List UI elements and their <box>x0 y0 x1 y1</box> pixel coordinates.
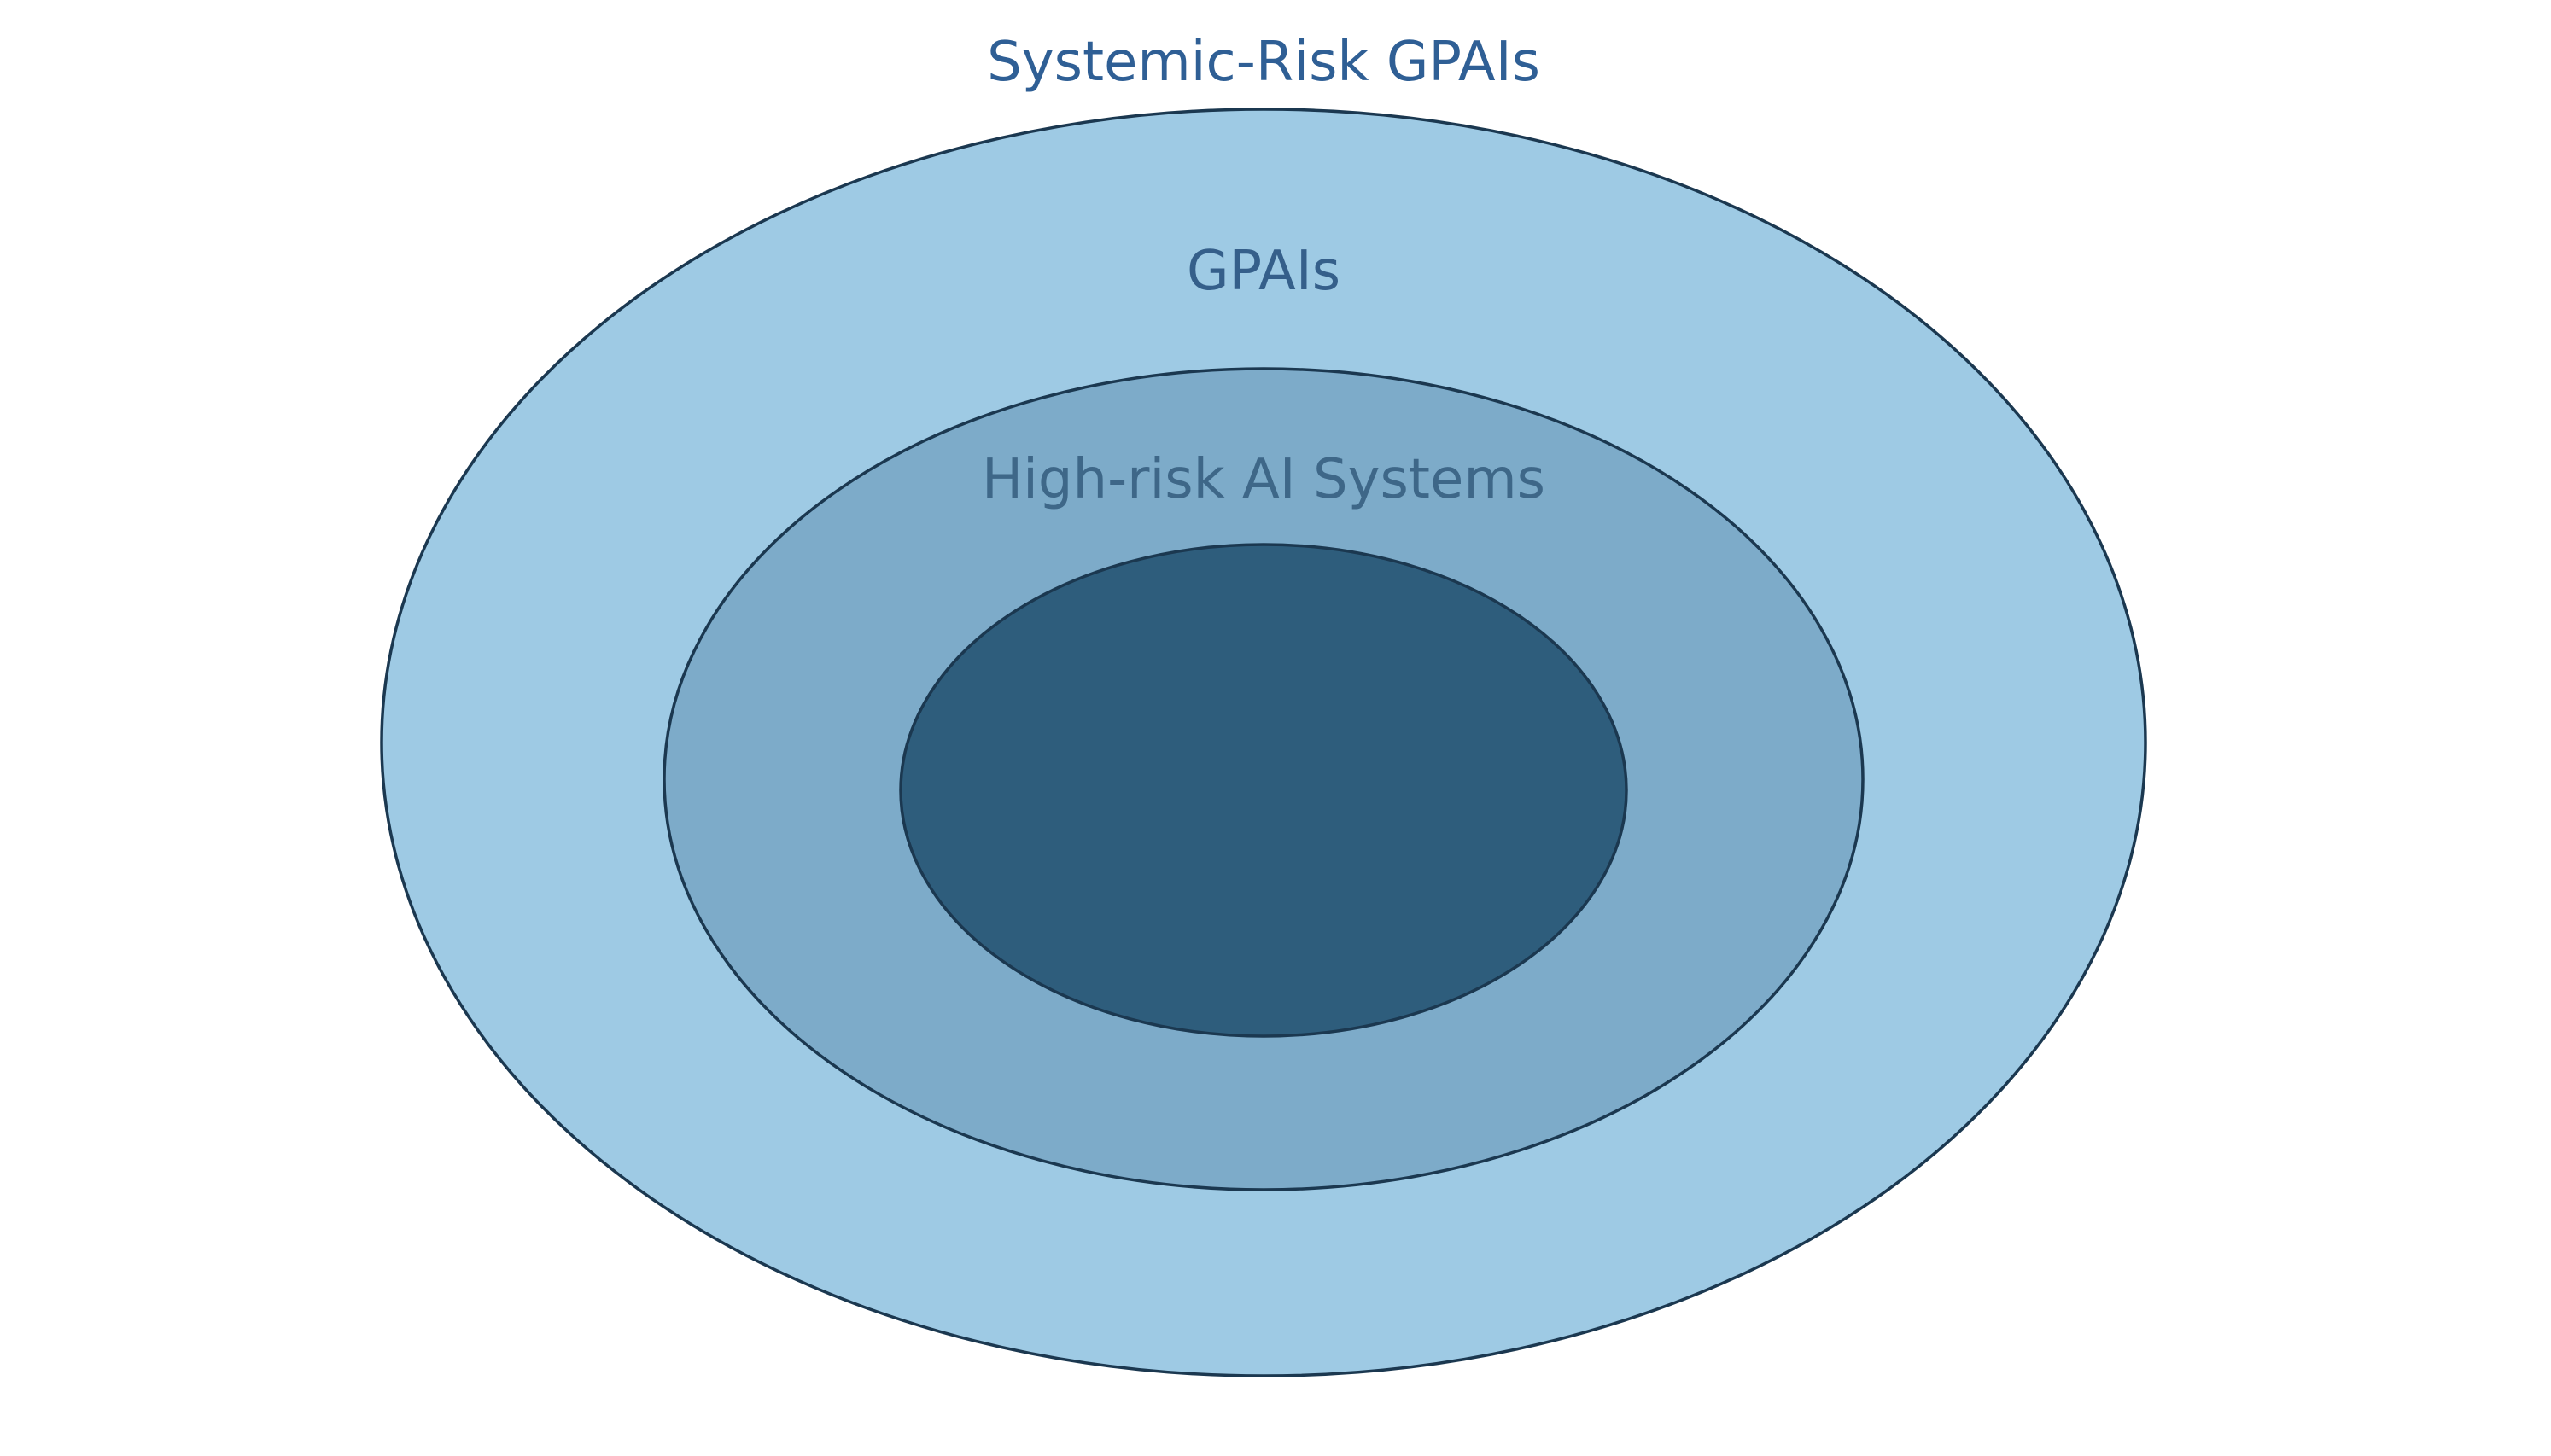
inner-ellipse <box>899 543 1628 1038</box>
label-systemic-risk-gpais: Systemic-Risk GPAIs <box>987 31 1540 94</box>
label-gpais: GPAIs <box>1187 240 1340 303</box>
label-high-risk-ai-systems: High-risk AI Systems <box>982 448 1545 511</box>
